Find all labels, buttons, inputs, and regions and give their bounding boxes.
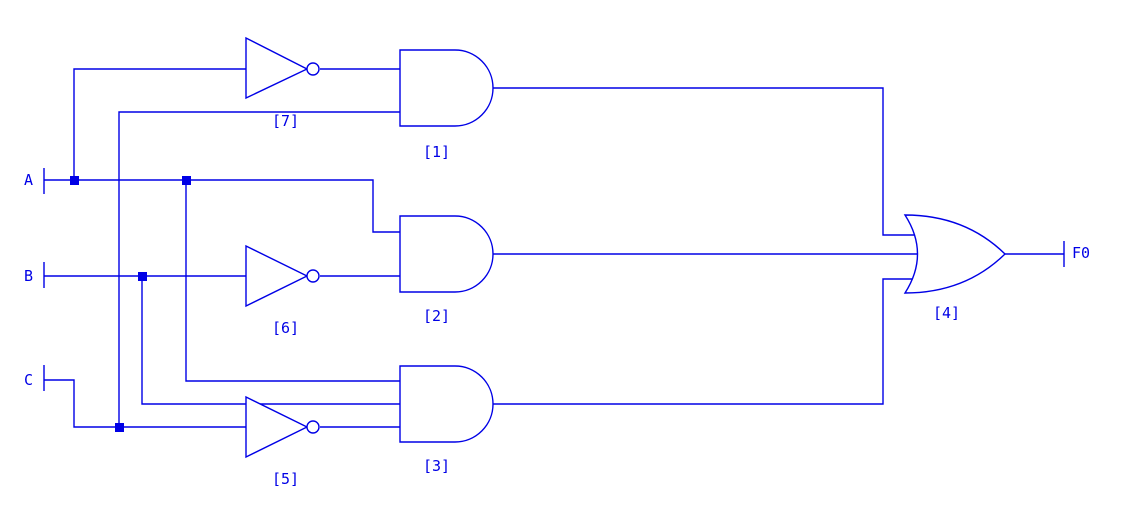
and-gate-3 [399,365,494,443]
junction-dot [138,272,147,281]
input-a-label: A [24,171,33,189]
gate-label-4: [4] [933,304,960,322]
wire-and3-to-or4 [493,278,918,405]
labels: A B C F0 [7] [1] [2] [6] [3] [5] [4] [24,112,1090,488]
wire-a-to-and3 [185,180,400,382]
wires [43,68,1065,428]
gate-label-5: [5] [272,470,299,488]
junctions [70,176,191,432]
junction-dot [115,423,124,432]
wire-a-to-not7 [73,68,246,180]
junction-dot [182,176,191,185]
wire-c-to-not5 [44,379,246,428]
not-gate-6 [245,244,320,308]
and-gate-1 [399,49,494,127]
input-b-label: B [24,267,33,285]
gate-label-2: [2] [423,307,450,325]
gate-label-6: [6] [272,319,299,337]
wire-c-to-and1 [118,111,400,427]
gate-label-3: [3] [423,457,450,475]
wire-b-to-and3 [141,276,400,405]
gate-label-1: [1] [423,143,450,161]
junction-dot [70,176,79,185]
input-c-label: C [24,371,33,389]
not-gate-5 [245,395,320,459]
output-f0-label: F0 [1072,244,1090,262]
wire-a-to-and2 [44,179,400,233]
or-gate-4 [903,214,1007,294]
not-gate-7 [245,36,320,100]
wire-and1-to-or4 [493,87,918,236]
gate-label-7: [7] [272,112,299,130]
and-gate-2 [399,215,494,293]
